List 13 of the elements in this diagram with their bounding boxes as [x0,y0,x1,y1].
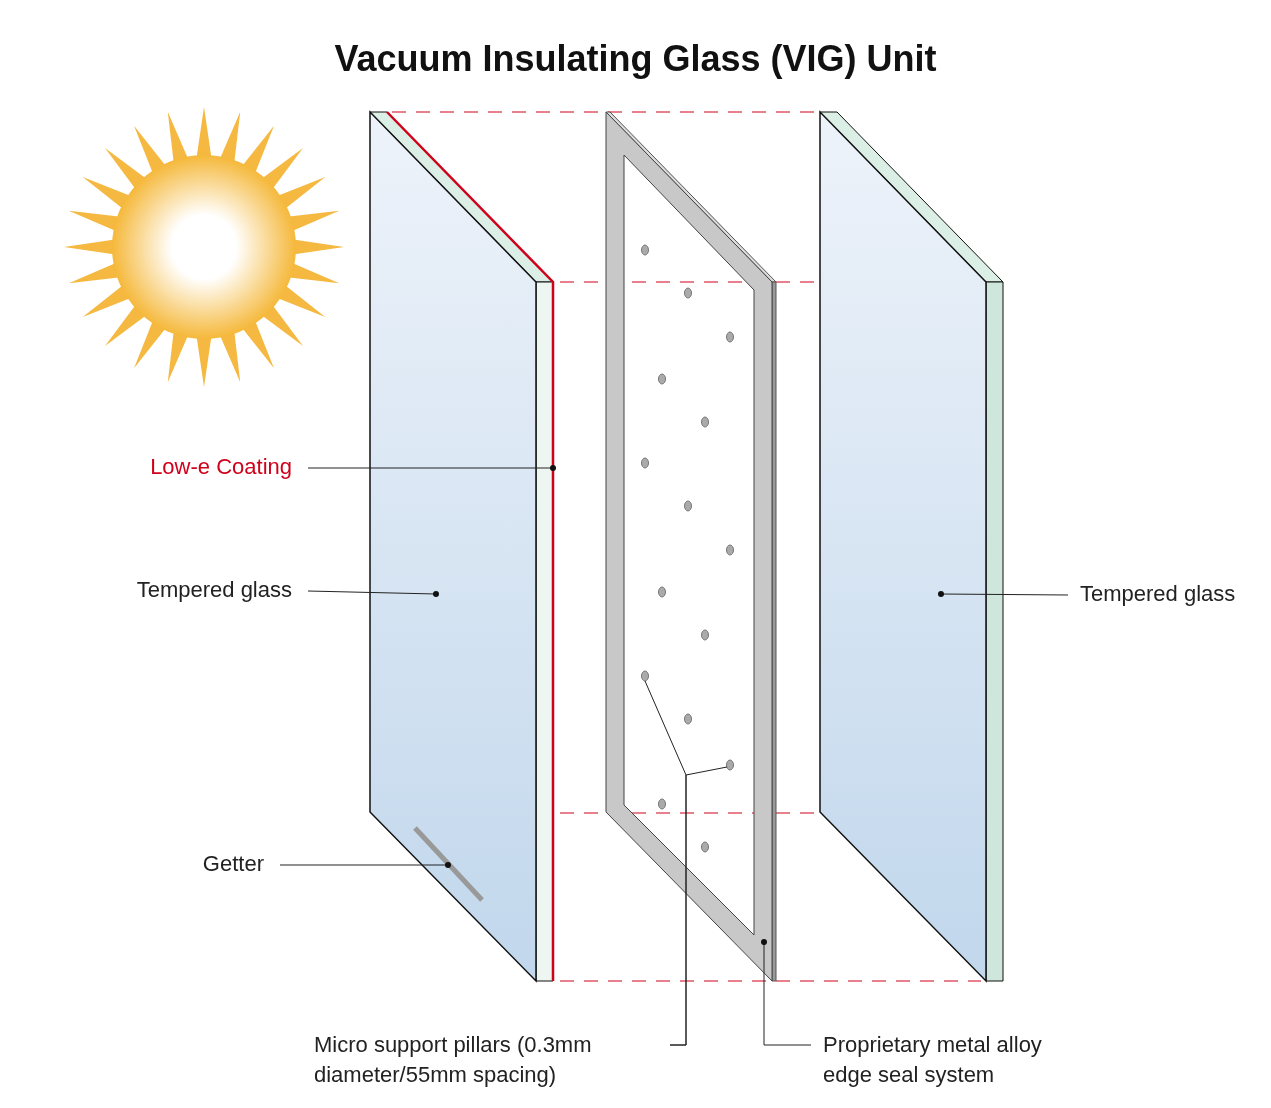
glass-pane [819,110,1004,983]
title: Vacuum Insulating Glass (VIG) Unit [333,38,938,80]
callout-label: Proprietary metal alloy edge seal system [823,1030,1073,1090]
callout-label: Tempered glass [136,575,292,605]
support-pillar [641,670,649,682]
callout-label: Low-e Coating [150,452,292,482]
callout-label: Tempered glass [1080,579,1236,609]
callout-label: Getter [202,849,264,879]
getter-strip [413,826,484,902]
support-pillar [726,759,734,771]
callout-label: Micro support pillars (0.3mm diameter/55mm spacing) [314,1030,654,1090]
leader-line [669,766,728,1046]
edge-seal-frame [605,111,777,982]
